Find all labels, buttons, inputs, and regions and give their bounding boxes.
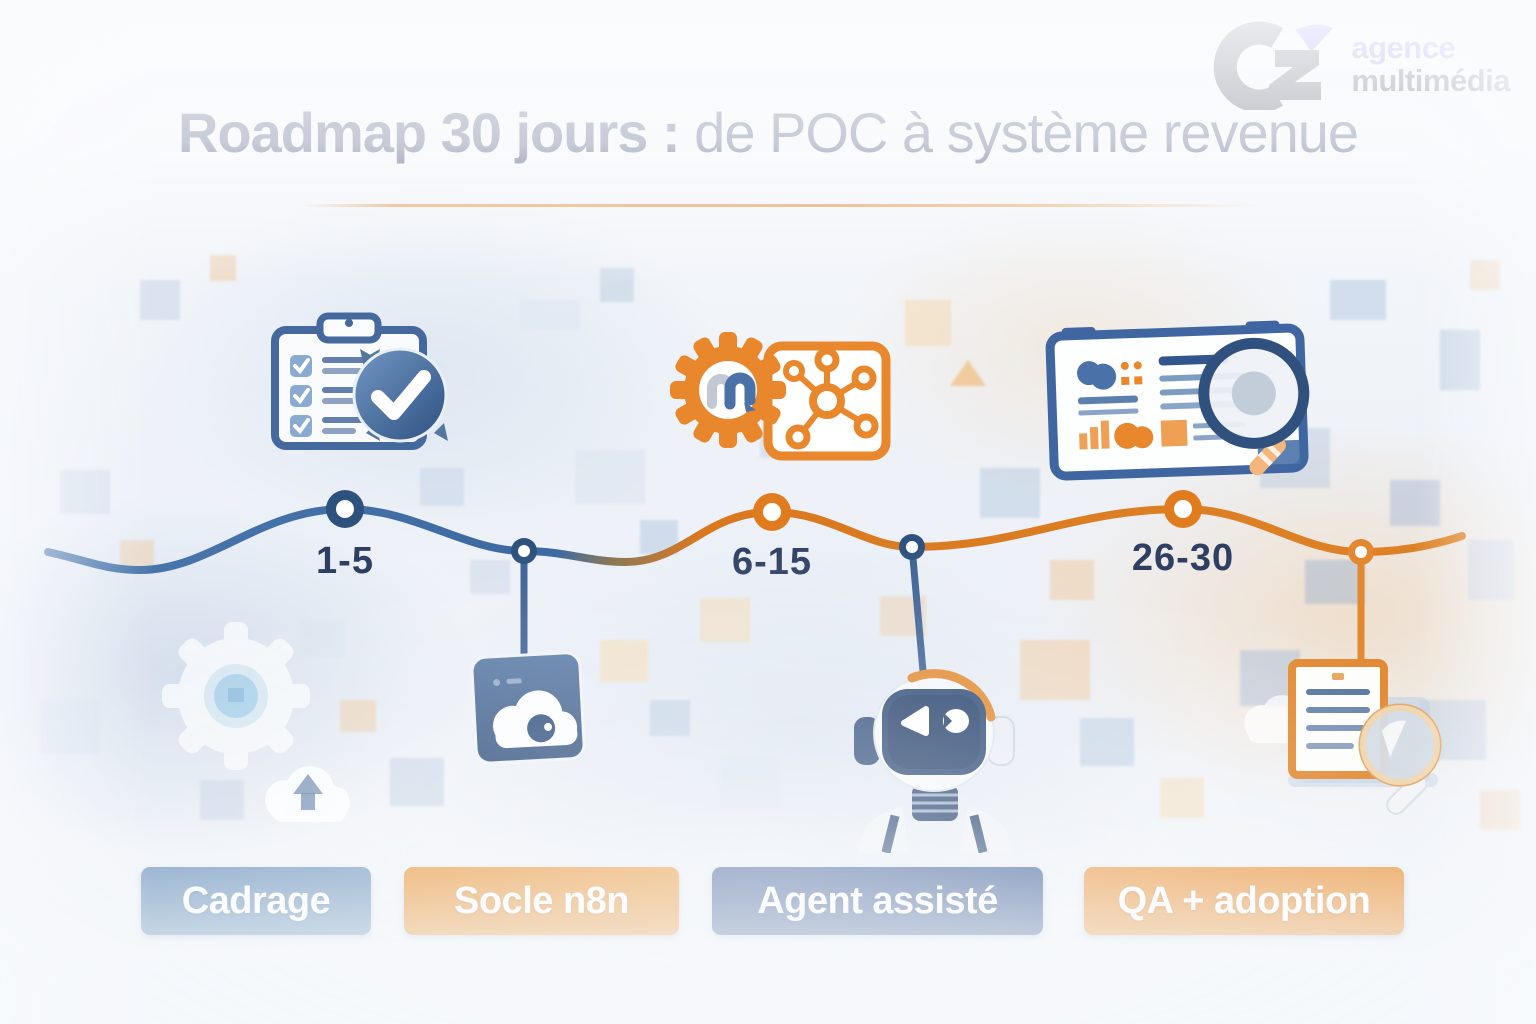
title-divider <box>300 204 1260 207</box>
timeline-node-6 <box>1348 539 1374 565</box>
timeline-node-1 <box>326 490 364 528</box>
timeline-label-days-1: 1-5 <box>316 540 374 582</box>
gear-n8n-workflow-icon <box>670 332 891 461</box>
timeline-node-2 <box>511 538 537 564</box>
qa-document-magnifier-icon <box>1244 659 1442 815</box>
timeline-node-3 <box>753 493 791 531</box>
magnifier-icon <box>1358 703 1442 815</box>
page-title-emphasis: Roadmap 30 jours : <box>177 101 681 164</box>
assistant-robot-icon <box>854 669 1015 853</box>
phase-button-agent-assiste[interactable]: Agent assisté <box>712 867 1043 935</box>
ghost-cloud-upload-icon <box>265 766 350 822</box>
brand-name-line1: agence <box>1351 30 1456 66</box>
phase-button-socle-n8n[interactable]: Socle n8n <box>404 867 679 935</box>
brand-name-line2: multimédia <box>1351 63 1510 98</box>
timeline-node-5 <box>1164 490 1202 528</box>
page-title-rest: de POC à système revenue <box>694 101 1359 164</box>
phase-button-cadrage[interactable]: Cadrage <box>141 867 371 935</box>
cloud-deploy-icon <box>470 651 586 765</box>
clipboard-checklist-icon <box>271 312 448 450</box>
brand-logo-mark-icon <box>1214 21 1334 110</box>
dashboard-report-magnifier-icon <box>1045 320 1310 481</box>
timeline-label-days-2: 6-15 <box>731 541 813 583</box>
phase-button-qa-adoption[interactable]: QA + adoption <box>1084 867 1404 935</box>
timeline-node-4 <box>899 534 925 560</box>
brand-logo: agence multimédia <box>1199 20 1510 110</box>
timeline-label-days-3: 26-30 <box>1131 537 1235 579</box>
check-badge-icon <box>352 347 448 443</box>
